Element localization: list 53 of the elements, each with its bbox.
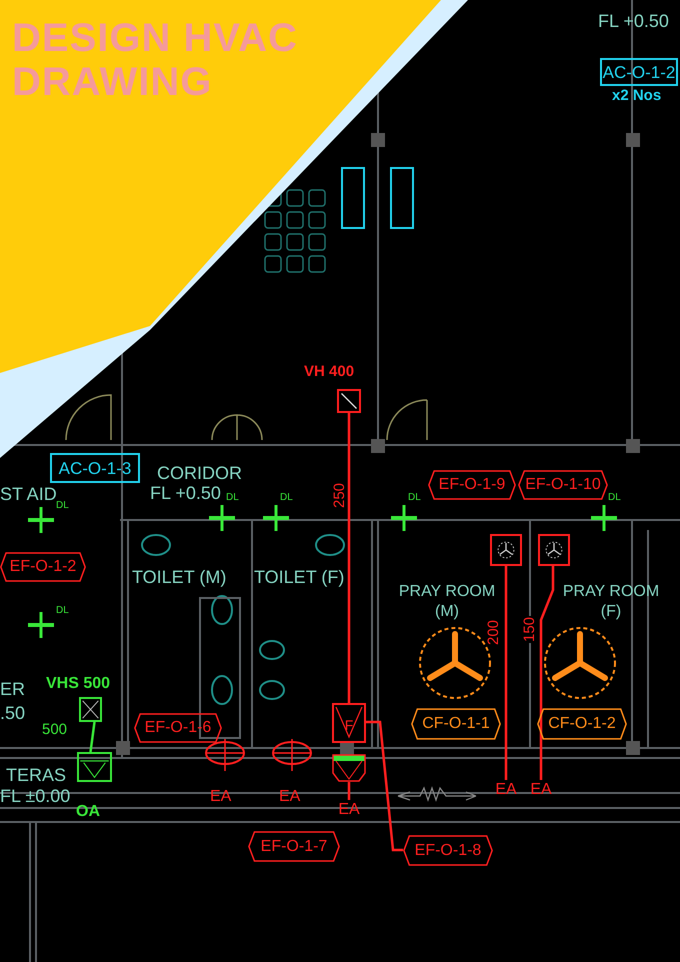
- floor-level-text: FL +0.50: [598, 10, 669, 32]
- grille-symbol: [79, 697, 102, 722]
- grille-symbol: [337, 389, 361, 413]
- room-name: TOILET (M): [132, 566, 226, 588]
- room-name: TOILET (F): [254, 566, 344, 588]
- room-name: ER: [0, 678, 26, 700]
- equipment-tag: EF-O-1-2: [0, 552, 86, 582]
- edge-label: 150: [522, 616, 538, 644]
- equipment-tag: EF-O-1-8: [403, 835, 493, 866]
- exhaust-fan-symbol: [490, 534, 522, 566]
- equipment-tag: EF-O-1-6: [134, 713, 222, 743]
- room-name: ST AID: [0, 483, 57, 504]
- floor-level-text: FL +0.50: [150, 482, 221, 504]
- equipment-tag: EF-O-1-10: [518, 470, 608, 500]
- fixture-code: DL: [608, 492, 621, 504]
- fixture-code: DL: [408, 492, 421, 504]
- exhaust-fan-symbol: [538, 534, 570, 566]
- symbol-label: VH 400: [304, 364, 354, 379]
- air-label: EA: [210, 787, 232, 807]
- leader-line: [348, 782, 350, 800]
- equipment-tag: CF-O-1-1: [411, 708, 501, 740]
- equipment-tag: AC-O-1-3: [50, 453, 140, 483]
- equipment-tag: EF-O-1-9: [428, 470, 516, 500]
- floor-level-text: FL ±0.00: [0, 785, 70, 808]
- dimension-text: 500: [42, 721, 68, 740]
- air-label: EA: [492, 780, 520, 800]
- room-name: TERAS: [6, 764, 66, 786]
- fixture-code: DL: [280, 492, 293, 504]
- air-hood-symbol: [77, 752, 112, 782]
- title: DESIGN HVAC DRAWING: [12, 16, 299, 104]
- equipment-tag: EF-O-1-7: [248, 831, 340, 862]
- room-name: CORIDOR: [157, 462, 242, 484]
- leader-line: [348, 413, 350, 703]
- fixture-code: DL: [226, 492, 239, 504]
- air-label: EA: [527, 780, 555, 800]
- floor-level-text: .50: [0, 702, 26, 724]
- leader-line: [366, 720, 403, 852]
- edge-label: 200: [486, 618, 502, 646]
- air-label: EA: [335, 800, 363, 820]
- leader-line: [504, 566, 508, 780]
- fixture-code: DL: [56, 605, 69, 618]
- room-name: PRAY ROOM (M): [398, 582, 496, 620]
- leader-line: [540, 566, 554, 780]
- equipment-tag: AC-O-1-2: [600, 58, 678, 86]
- equipment-tag: CF-O-1-2: [537, 708, 627, 740]
- room-name: PRAY ROOM (F): [562, 582, 660, 622]
- leader-line: [89, 722, 96, 752]
- symbol-label: x2 Nos: [612, 88, 662, 103]
- symbol-label: OA: [76, 804, 100, 820]
- symbol-label: VHS 500: [46, 676, 110, 692]
- air-label: EA: [279, 787, 300, 807]
- edge-label: 250: [332, 482, 348, 510]
- fixture-code: DL: [56, 500, 69, 512]
